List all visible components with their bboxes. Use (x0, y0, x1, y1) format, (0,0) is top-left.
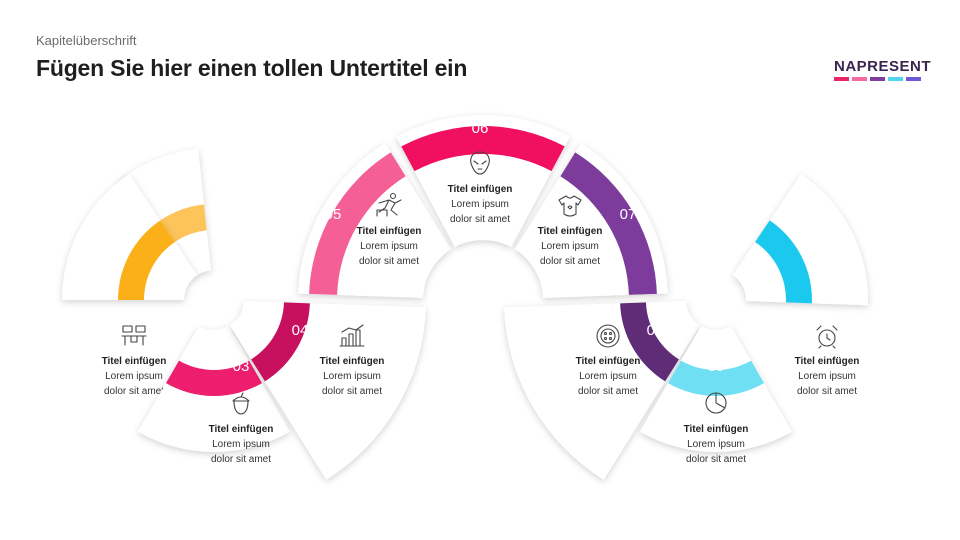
bar-chart-icon (339, 324, 365, 347)
segment-number: 09 (708, 358, 725, 375)
segment-number: 10 (767, 322, 784, 339)
alien-icon (470, 151, 490, 175)
brand-logo: NAPRESENT (834, 58, 932, 81)
segment-description: dolor sit amet (322, 386, 382, 397)
alarm-clock-icon (816, 325, 838, 349)
chapter-heading: Kapitelüberschrift (36, 33, 137, 48)
segment-description: Lorem ipsum (212, 439, 270, 450)
brand-logo-text: NAPRESENT (834, 58, 932, 75)
segment-color-band (755, 220, 812, 304)
brand-logo-bars (834, 77, 926, 81)
acorn-icon (232, 392, 250, 415)
logo-bar (834, 77, 849, 81)
segment-color-band (118, 220, 175, 300)
logo-bar (870, 77, 885, 81)
segment-color-band (620, 302, 679, 382)
segment-number: 02 (175, 322, 192, 339)
segment-heading: Titel einfügen (320, 356, 385, 367)
segment-heading: Titel einfügen (538, 226, 603, 237)
segment-description: dolor sit amet (450, 214, 510, 225)
segment-description: Lorem ipsum (105, 371, 163, 382)
segment-color-band (166, 360, 262, 396)
segment-color-band (401, 126, 565, 172)
meeting-icon (121, 325, 147, 346)
segment-description: Lorem ipsum (541, 241, 599, 252)
baby-onesie-icon (558, 195, 582, 217)
segment-color-band (309, 152, 406, 295)
segment-heading: Titel einfügen (576, 356, 641, 367)
segment-description: Lorem ipsum (579, 371, 637, 382)
segment-heading: Titel einfügen (357, 226, 422, 237)
segment-description: Lorem ipsum (323, 371, 381, 382)
segment-number: 04 (292, 322, 309, 339)
segment-heading: Titel einfügen (102, 356, 167, 367)
hurdle-icon (376, 192, 402, 217)
segment-description: Lorem ipsum (360, 241, 418, 252)
segment-color-band (560, 152, 657, 295)
segment-number: 08 (647, 322, 664, 339)
button-icon (596, 324, 620, 348)
logo-bar (906, 77, 921, 81)
segment-number: 03 (233, 358, 250, 375)
pie-chart-icon (705, 392, 727, 414)
segment-heading: Titel einfügen (448, 184, 513, 195)
segment-description: Lorem ipsum (451, 199, 509, 210)
segment-card (62, 174, 198, 300)
segment-color-band (668, 360, 764, 396)
segment-number: 06 (472, 120, 489, 137)
segment-description: Lorem ipsum (687, 439, 745, 450)
logo-bar (852, 77, 867, 81)
segment-description: dolor sit amet (797, 386, 857, 397)
segment-description: dolor sit amet (359, 256, 419, 267)
segment-description: Lorem ipsum (798, 371, 856, 382)
segment-card (732, 174, 868, 306)
segment-heading: Titel einfügen (684, 424, 749, 435)
segment-description: dolor sit amet (540, 256, 600, 267)
segment-description: dolor sit amet (686, 454, 746, 465)
page-title: Fügen Sie hier einen tollen Untertitel e… (36, 55, 468, 81)
segment-description: dolor sit amet (211, 454, 271, 465)
logo-bar (888, 77, 903, 81)
segment-number: 07 (620, 206, 637, 223)
segment-description: dolor sit amet (104, 386, 164, 397)
segment-description: dolor sit amet (578, 386, 638, 397)
segment-number: 05 (325, 206, 342, 223)
segment-heading: Titel einfügen (795, 356, 860, 367)
segment-color-band (251, 302, 310, 382)
segment-heading: Titel einfügen (209, 424, 274, 435)
segment-card (118, 148, 211, 277)
